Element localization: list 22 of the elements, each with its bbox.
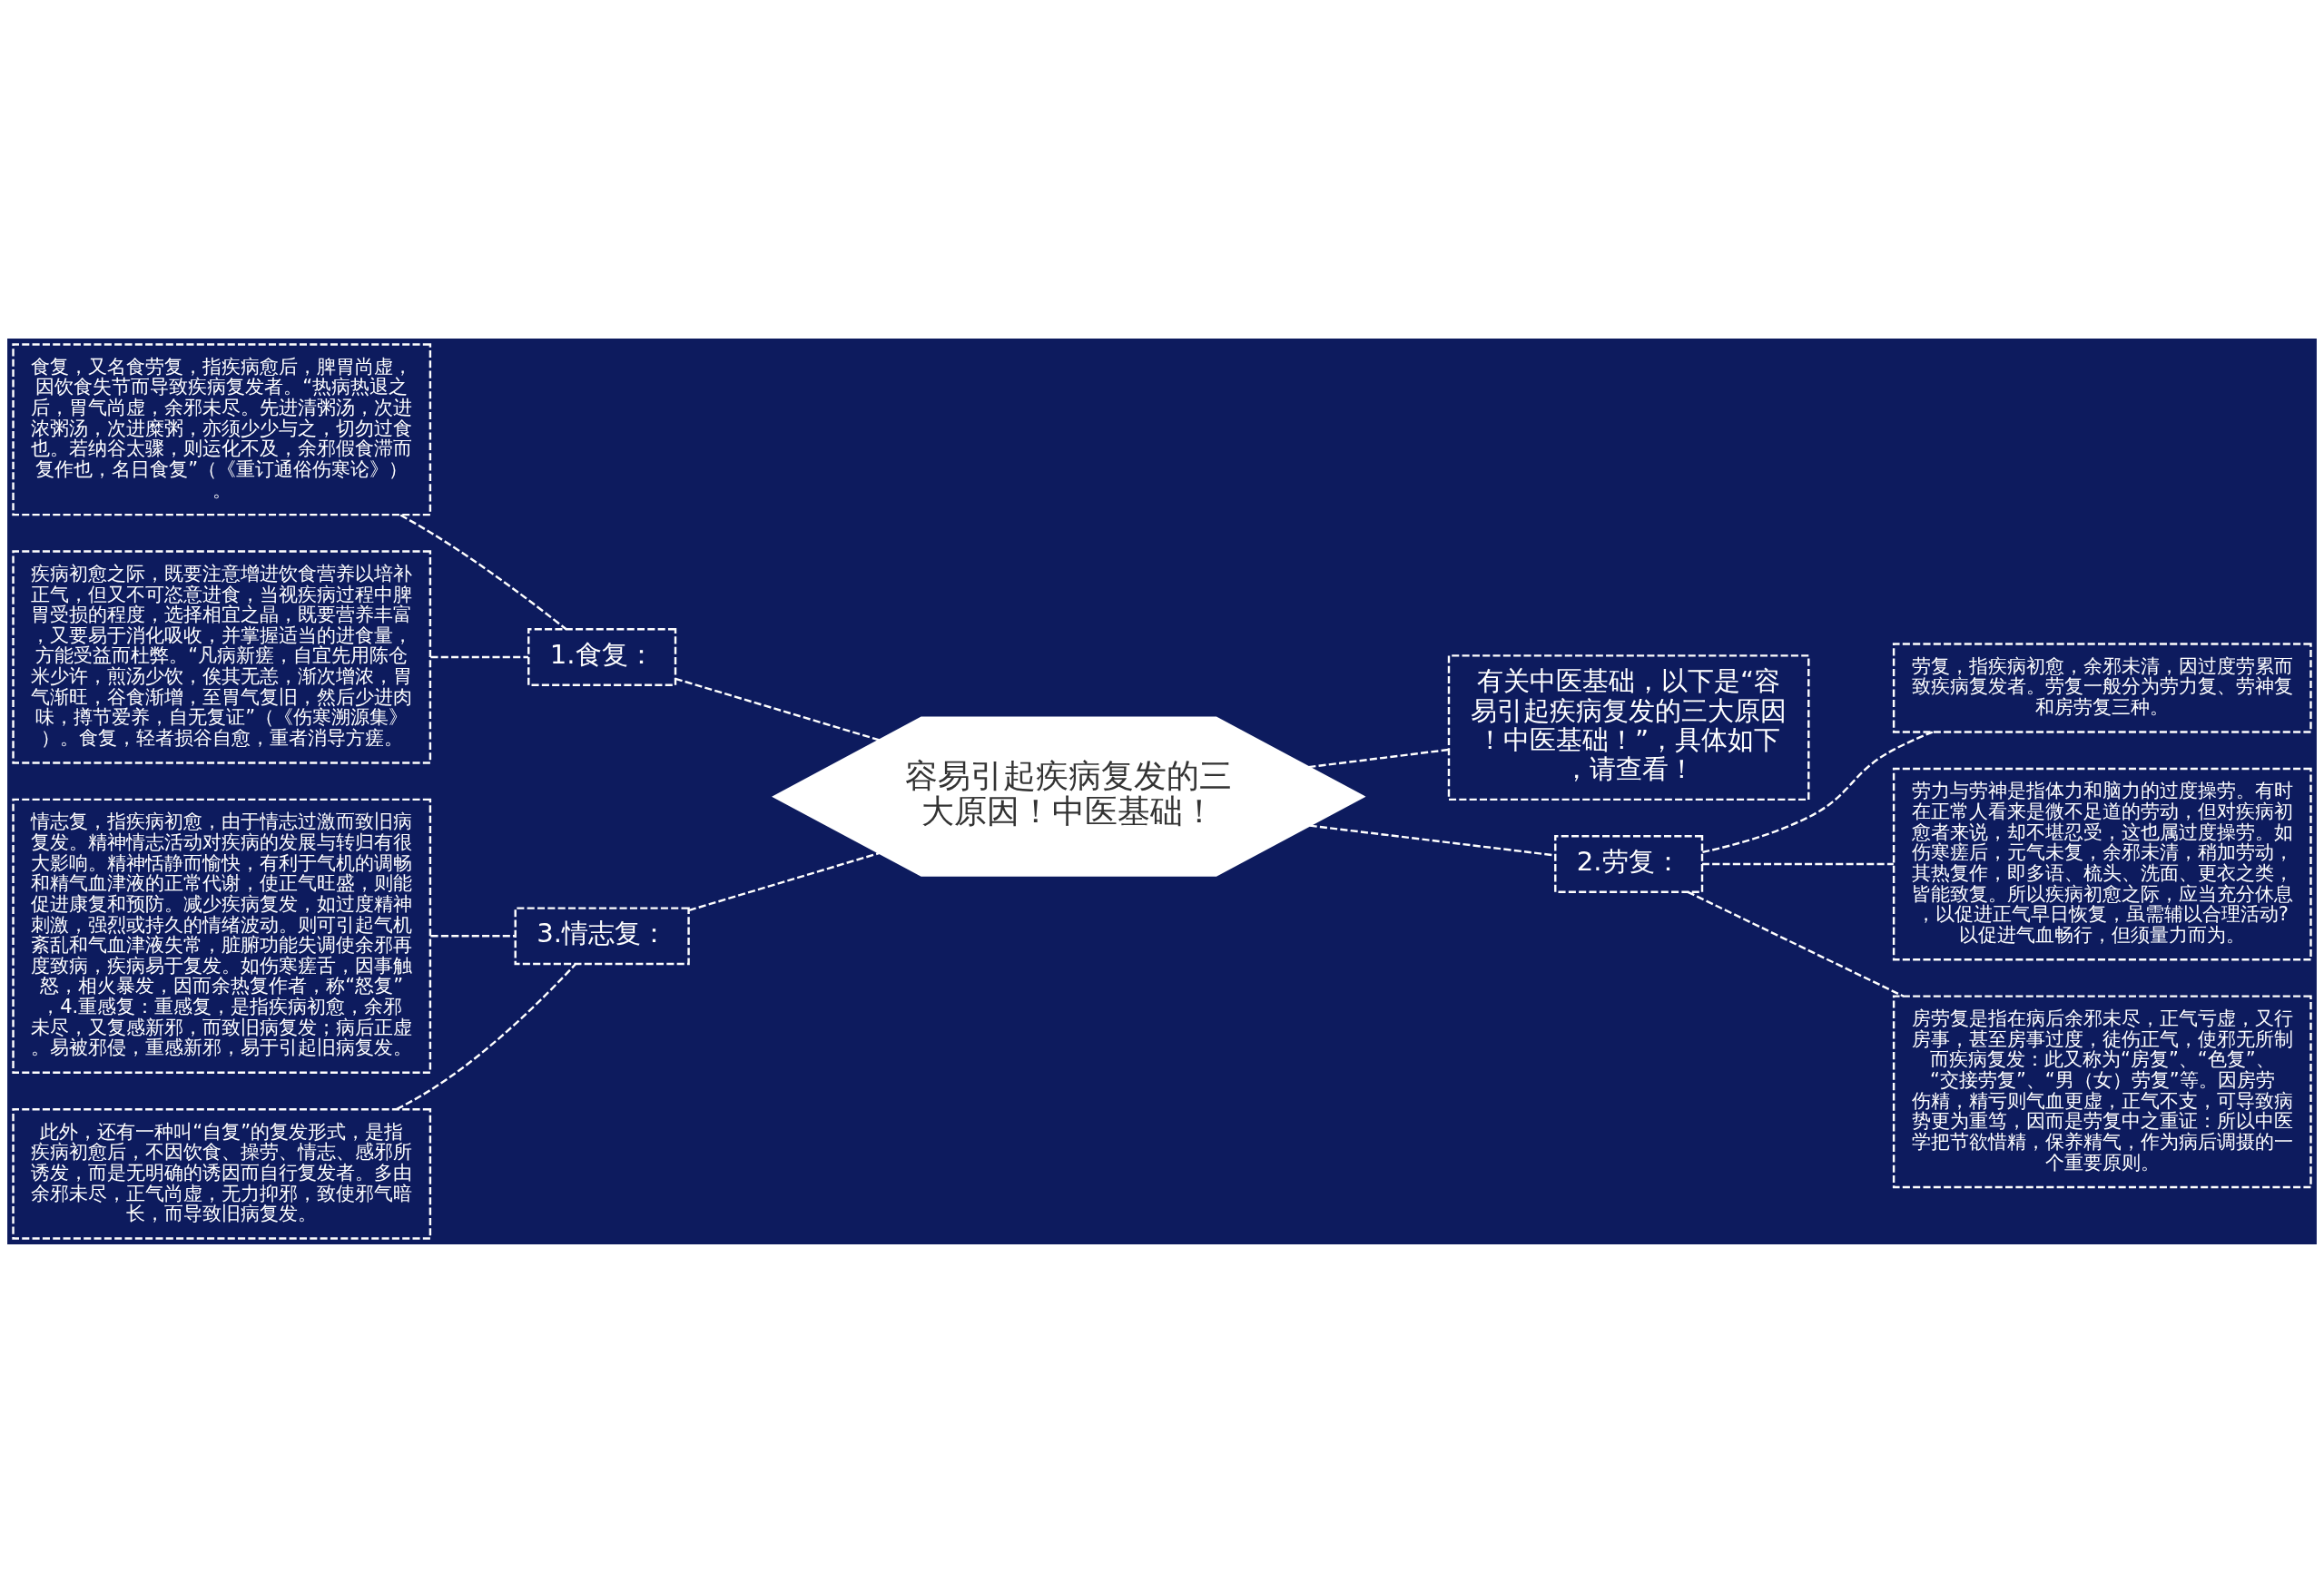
node-box: 此外，还有一种叫“自复”的复发形式，是指疾病初愈后，不因饮食、操劳、情志、感邪所诱发，而是无明确的诱因而自行复发者。多由余邪未尽，正气尚虚，无力抑邪，致使邪气暗长，而导致旧病复发。 — [12, 1107, 432, 1240]
connector — [1308, 748, 1449, 768]
node-box: 房劳复是指在病后余邪未尽，正气亏虚，又行房事，甚至房事过度，徒伤正气，使邪无所制而疾病复发：此又称为“房复”、“色复”、“交接劳复”、“男（女）劳复”等。因房劳伤精，精亏则气血更虚，正气不支，可导致病势更为重笃，因而是劳复中之重证：所以中医学把节欲惜精，保养精气，作为病后调摄的一个重要原则。 — [1892, 994, 2312, 1188]
node-box: 食复，又名食劳复，指疾病愈后，脾胃尚虚，因饮食失节而导致疾病复发者。“热病热退之后，胃气尚虚，余邪未尽。先进清粥汤，次进浓粥汤，次进糜粥，亦须少少与之，切勿过食也。若纳谷太骤，则运化不及，余邪假食滞而复作也，名日食复”（《重订通俗伤寒论》）。 — [12, 342, 432, 516]
connector — [1702, 862, 1894, 865]
connector — [1309, 823, 1556, 857]
node-box: 有关中医基础，以下是“容易引起疾病复发的三大原因！中医基础！”，具体如下，请查看！ — [1447, 653, 1810, 801]
node-box: 劳力与劳神是指体力和脑力的过度操劳。有时在正常人看来是微不足道的劳动，但对疾病初愈者来说，却不堪忍受，这也属过度操劳。如伤寒瘥后，元气未复，余邪未清，稍加劳动，其热复作，即多语、梳头、洗面、更衣之类，皆能致复。所以疾病初愈之际，应当充分休息，以促进正气早日恢复，虽需辅以合理活动?以促进气血畅行，但须量力而为。 — [1892, 767, 2312, 960]
connector — [430, 655, 529, 658]
node-box: 疾病初愈之际，既要注意增进饮食营养以培补正气，但又不可恣意进食，当视疾病过程中脾胃受损的程度，选择相宜之晶，既要营养丰富，又要易于消化吸收，并掌握适当的进食量，方能受益而杜弊。“凡病新瘥，自宜先用陈仓米少许，煎汤少饮，俟其无恙，渐次增浓，胃气渐旺，谷食渐增，至胃气复旧，然后少进肉味，撙节爱养，自无复证”（《伤寒溯源集》）。食复，轻者损谷自愈，重者消导方瘥。 — [12, 549, 432, 764]
connector — [1687, 890, 1905, 997]
connector — [399, 513, 567, 630]
node-box: 3.情志复： — [514, 906, 690, 965]
connector — [430, 934, 516, 938]
connector — [396, 963, 576, 1110]
connector — [688, 851, 880, 911]
node-box: 劳复，指疾病初愈，余邪未清，因过度劳累而致疾病复发者。劳复一般分为劳力复、劳神复和房劳复三种。 — [1892, 642, 2312, 733]
node-box: 情志复，指疾病初愈，由于情志过激而致旧病复发。精神情志活动对疾病的发展与转归有很大影响。精神恬静而愉快，有利于气机的调畅和精气血津液的正常代谢，使正气旺盛，则能促进康复和预防。减少疾病复发，如过度精神刺激，强烈或持久的情绪波动。则可引起气机紊乱和气血津液失常，脏腑功能失调使余邪再度致病，疾病易于复发。如伤寒瘥舌，因事触怒，相火暴发，因而余热复作者，称“怒复”，4.重感复：重感复，是指疾病初愈，余邪未尽，又复感新邪，而致旧病复发；病后正虚。易被邪侵，重感新邪，易于引起旧病复发。 — [12, 798, 432, 1074]
node-box: 2.劳复： — [1554, 834, 1704, 893]
connector — [1702, 730, 1934, 853]
connector — [675, 677, 881, 742]
node-box: 1.食复： — [527, 627, 677, 686]
